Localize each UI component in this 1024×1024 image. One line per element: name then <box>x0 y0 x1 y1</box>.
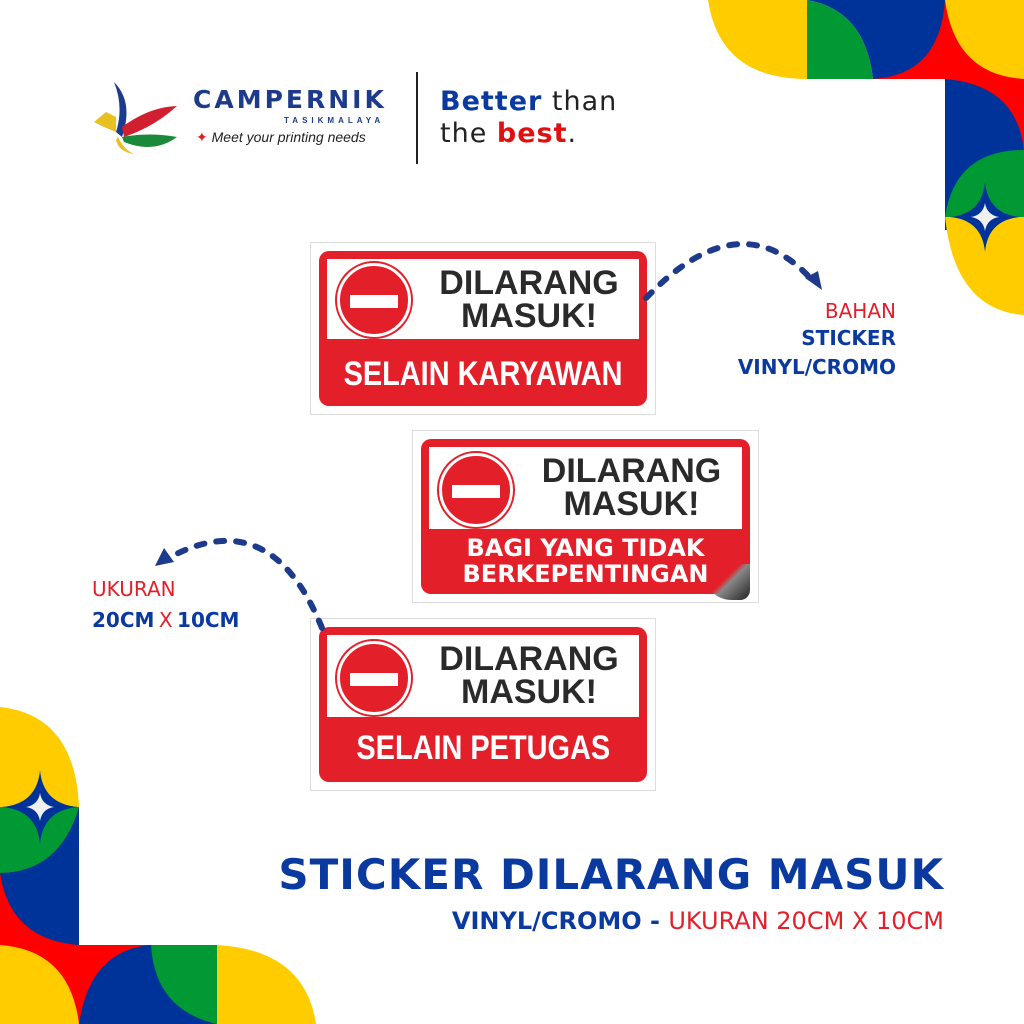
brand-name: CAMPERNIK <box>193 85 387 114</box>
sign-subtext: SELAIN PETUGAS <box>356 729 610 767</box>
slogan-the: the <box>440 118 497 149</box>
size-info: UKURAN 20CM X 10CM <box>92 577 239 636</box>
arrow-head-icon <box>805 271 822 290</box>
product-subtitle: VINYL/CROMO - UKURAN 20CM X 10CM <box>452 906 944 936</box>
sign-subtext: SELAIN KARYAWAN <box>343 355 623 393</box>
material-line2: VINYL/CROMO <box>737 355 896 379</box>
slogan-period: . <box>567 118 578 149</box>
sparkle-icon: ✦ <box>196 129 208 145</box>
bird-logo-icon <box>94 82 177 154</box>
slogan-best: best <box>496 118 568 149</box>
size-label: UKURAN <box>92 577 176 601</box>
tagline-text: Meet your printing needs <box>211 129 366 145</box>
slogan-better: Better <box>440 86 543 117</box>
top-right-decoration <box>708 0 1024 315</box>
size-x: X <box>158 608 173 632</box>
material-label: BAHAN <box>824 299 896 323</box>
size-width: 20CM <box>92 608 155 632</box>
divider <box>416 72 418 164</box>
material-info: BAHAN STICKER VINYL/CROMO <box>738 298 896 382</box>
slogan: Better than the best. <box>440 86 617 150</box>
subtitle-size: UKURAN 20CM X 10CM <box>668 907 944 935</box>
subtitle-material: VINYL/CROMO - <box>451 907 669 935</box>
material-line1: STICKER <box>801 326 896 350</box>
dashed-arrow-material <box>643 241 815 301</box>
brand-tagline: ✦ Meet your printing needs <box>196 129 366 146</box>
arrow-head-icon <box>155 548 174 566</box>
size-height: 10CM <box>177 608 240 632</box>
product-title: STICKER DILARANG MASUK <box>278 850 944 899</box>
dashed-arrow-size <box>162 537 325 631</box>
bottom-left-decoration <box>0 707 316 1024</box>
slogan-than: than <box>542 86 618 117</box>
brand-location: TASIKMALAYA <box>284 116 385 125</box>
